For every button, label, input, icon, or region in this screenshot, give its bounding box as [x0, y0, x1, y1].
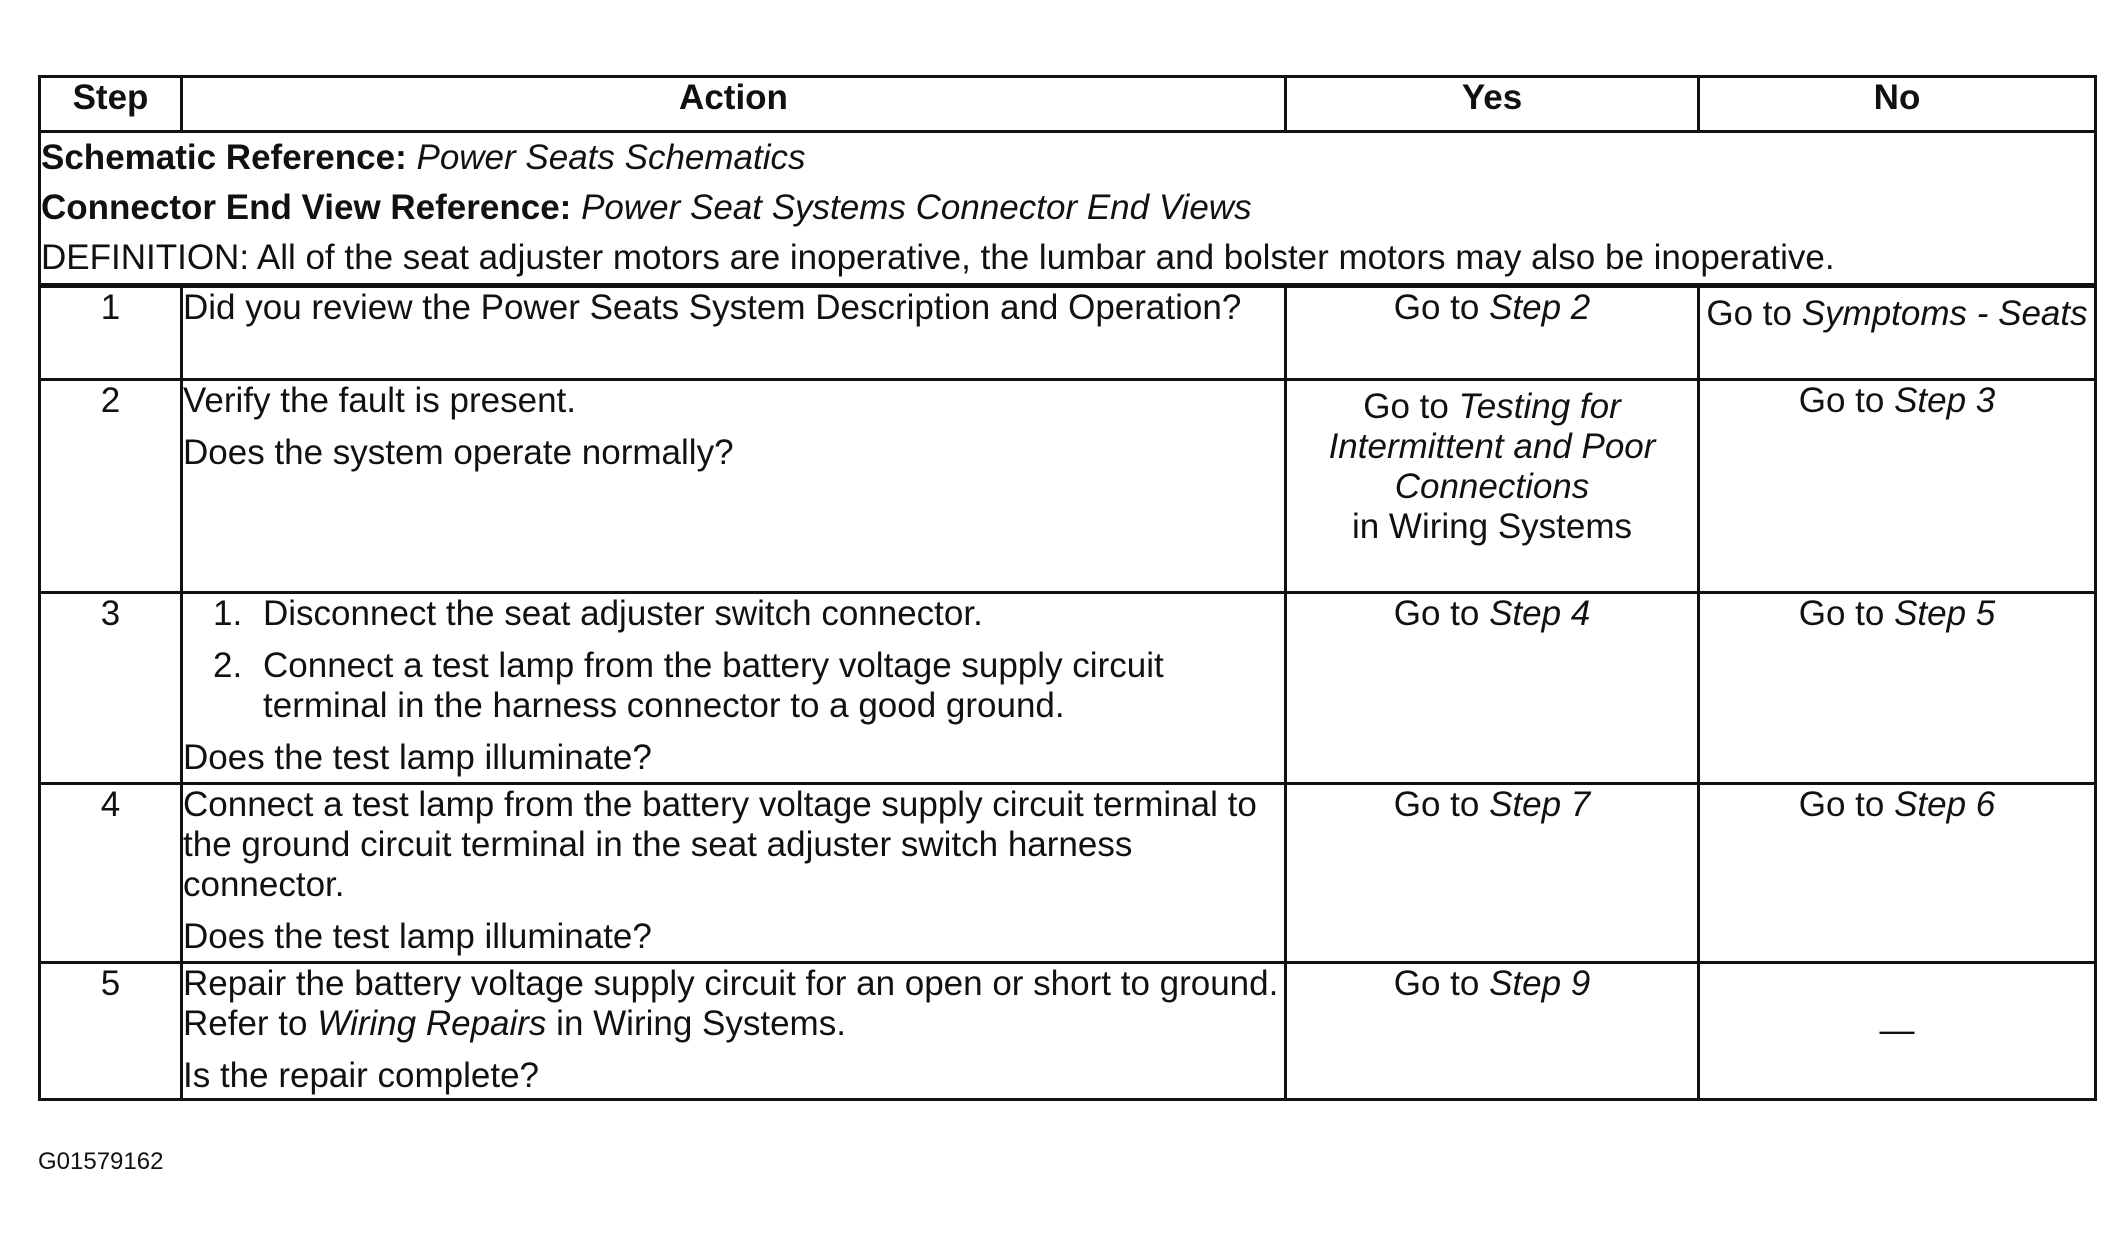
yes-link[interactable]: Step 7 [1489, 785, 1591, 824]
action-list: 1. Disconnect the seat adjuster switch c… [183, 594, 1284, 726]
no-prefix: Go to [1798, 785, 1895, 824]
list-item-number: 1. [213, 594, 243, 633]
step-number: 2 [38, 378, 183, 594]
schematic-reference-link[interactable]: Power Seats Schematics [416, 138, 806, 177]
yes-link[interactable]: Step 4 [1489, 594, 1591, 633]
no-link[interactable]: Step 5 [1894, 594, 1996, 633]
action-text: Did you review the Power Seats System De… [183, 288, 1242, 327]
no-cell: Go to Step 6 [1697, 782, 2097, 964]
action-question: Does the test lamp illuminate? [183, 917, 652, 956]
diagnostic-table: Step Action Yes No Schematic Reference: … [38, 75, 2097, 1101]
diagnostic-table-container: Step Action Yes No Schematic Reference: … [38, 75, 2097, 1101]
table-header-row: Step Action Yes No [38, 75, 2097, 133]
action-cell: Verify the fault is present. Does the sy… [180, 378, 1287, 594]
yes-prefix: Go to [1393, 785, 1490, 824]
table-row: 3 1. Disconnect the seat adjuster switch… [38, 591, 2097, 785]
table-row: 1 Did you review the Power Seats System … [38, 284, 2097, 381]
action-suffix: in Wiring Systems. [546, 1004, 846, 1043]
no-dash: — [1879, 1011, 1915, 1050]
no-cell: — [1697, 961, 2097, 1101]
schematic-reference-label: Schematic Reference: [41, 138, 407, 177]
table-row: 2 Verify the fault is present. Does the … [38, 378, 2097, 594]
yes-link[interactable]: Step 2 [1489, 288, 1591, 327]
no-prefix: Go to [1706, 294, 1802, 333]
step-number: 4 [38, 782, 183, 964]
reference-row: Schematic Reference: Power Seats Schemat… [38, 130, 2097, 288]
action-prefix: Repair the battery voltage supply circui… [183, 964, 1279, 1043]
action-question: Is the repair complete? [183, 1056, 540, 1095]
header-action: Action [180, 75, 1287, 133]
list-item-text: Disconnect the seat adjuster switch conn… [263, 594, 983, 633]
connector-reference: Connector End View Reference: Power Seat… [41, 183, 2094, 233]
action-question: Does the test lamp illuminate? [183, 738, 652, 777]
list-item-text: Connect a test lamp from the battery vol… [263, 646, 1164, 725]
table-row: 5 Repair the battery voltage supply circ… [38, 961, 2097, 1101]
yes-prefix: Go to [1393, 288, 1490, 327]
no-prefix: Go to [1798, 594, 1895, 633]
figure-id: G01579162 [38, 1148, 164, 1175]
yes-cell: Go to Step 4 [1284, 591, 1700, 785]
no-link[interactable]: Step 6 [1894, 785, 1996, 824]
connector-reference-link[interactable]: Power Seat Systems Connector End Views [581, 188, 1252, 227]
step-number: 1 [38, 284, 183, 381]
header-no: No [1697, 75, 2097, 133]
yes-suffix: in Wiring Systems [1351, 507, 1633, 546]
action-cell: Did you review the Power Seats System De… [180, 284, 1287, 381]
no-cell: Go to Step 3 [1697, 378, 2097, 594]
no-cell: Go to Symptoms - Seats [1697, 284, 2097, 381]
no-link[interactable]: Step 3 [1894, 381, 1996, 420]
step-number: 5 [38, 961, 183, 1101]
reference-cell: Schematic Reference: Power Seats Schemat… [38, 130, 2097, 288]
action-question: Does the system operate normally? [183, 433, 734, 472]
action-cell: Repair the battery voltage supply circui… [180, 961, 1287, 1101]
yes-cell: Go to Step 2 [1284, 284, 1700, 381]
yes-cell: Go to Step 9 [1284, 961, 1700, 1101]
no-link[interactable]: Symptoms - Seats [1801, 294, 2088, 333]
list-item: 1. Disconnect the seat adjuster switch c… [183, 594, 1284, 634]
header-step: Step [38, 75, 183, 133]
list-item-number: 2. [213, 646, 243, 685]
no-prefix: Go to [1798, 381, 1895, 420]
yes-prefix: Go to [1393, 594, 1490, 633]
connector-reference-label: Connector End View Reference: [41, 188, 572, 227]
table-row: 4 Connect a test lamp from the battery v… [38, 782, 2097, 964]
action-cell: Connect a test lamp from the battery vol… [180, 782, 1287, 964]
action-text: Verify the fault is present. [183, 381, 576, 420]
yes-cell: Go to Step 7 [1284, 782, 1700, 964]
yes-prefix: Go to [1393, 964, 1490, 1003]
no-cell: Go to Step 5 [1697, 591, 2097, 785]
schematic-reference: Schematic Reference: Power Seats Schemat… [41, 133, 2094, 183]
action-text: Connect a test lamp from the battery vol… [183, 785, 1257, 904]
yes-link[interactable]: Testing for Intermittent and Poor Connec… [1328, 387, 1656, 506]
wiring-repairs-link[interactable]: Wiring Repairs [317, 1004, 547, 1043]
yes-link[interactable]: Step 9 [1489, 964, 1591, 1003]
header-yes: Yes [1284, 75, 1700, 133]
action-cell: 1. Disconnect the seat adjuster switch c… [180, 591, 1287, 785]
step-number: 3 [38, 591, 183, 785]
list-item: 2. Connect a test lamp from the battery … [183, 646, 1284, 726]
yes-cell: Go to Testing for Intermittent and Poor … [1284, 378, 1700, 594]
yes-prefix: Go to [1363, 387, 1459, 426]
action-text: Repair the battery voltage supply circui… [183, 964, 1284, 1044]
definition-text: DEFINITION: All of the seat adjuster mot… [41, 238, 1835, 277]
